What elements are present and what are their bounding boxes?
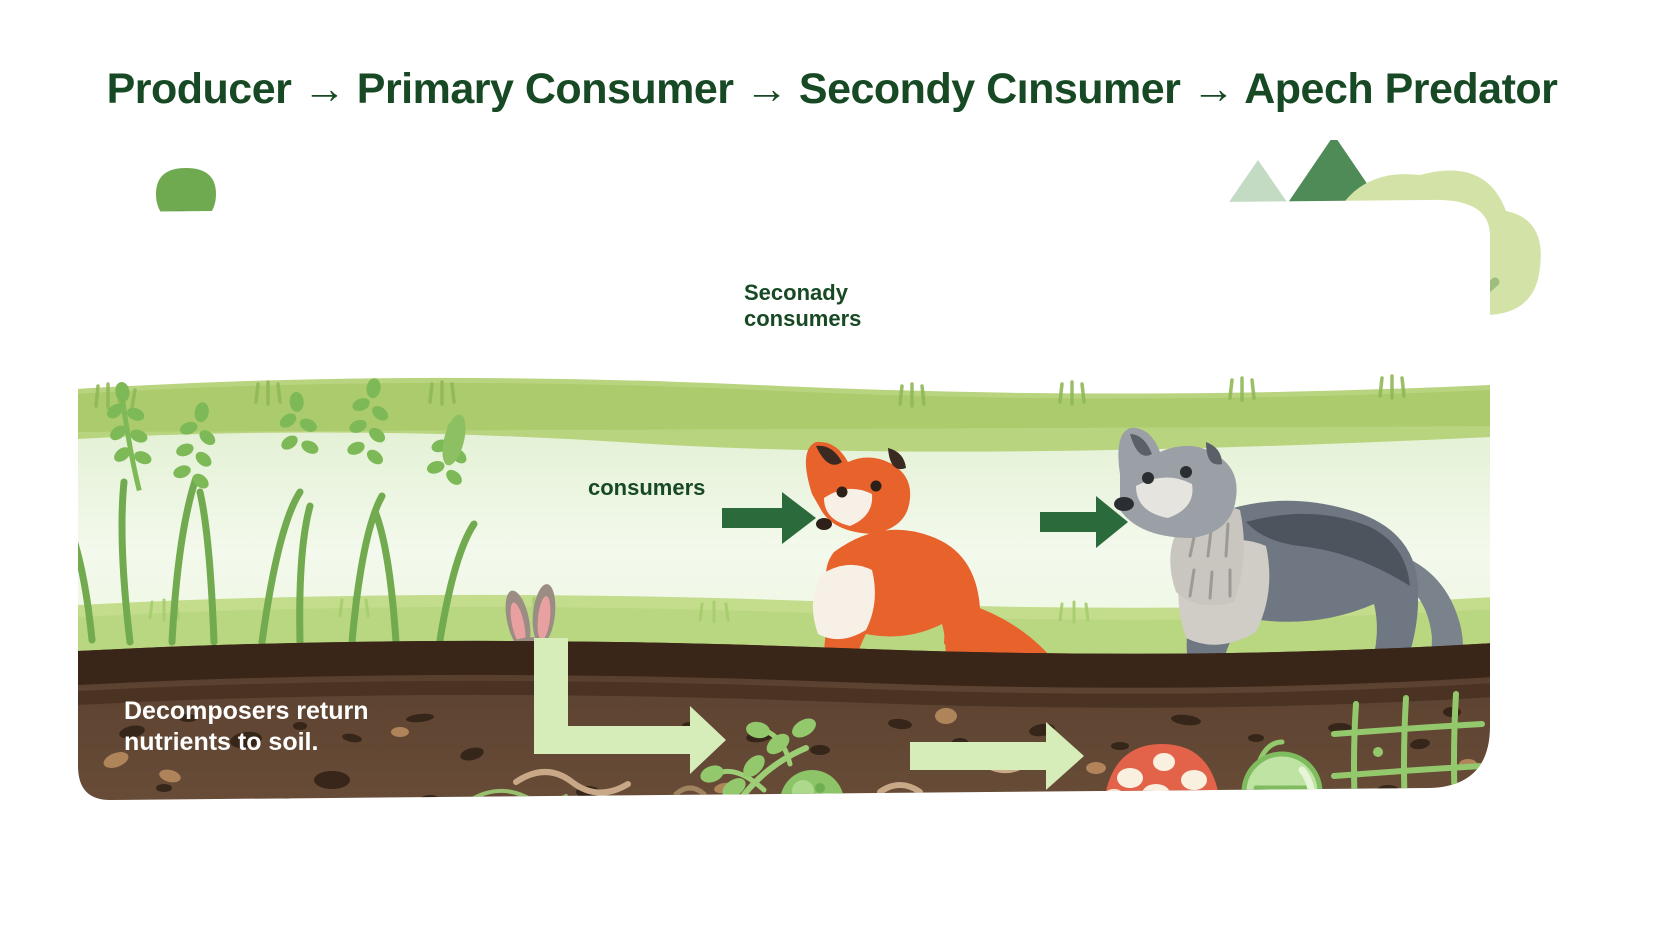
- soil-layer: [78, 638, 1490, 800]
- label-secondary-consumers: Seconady consumers: [744, 280, 924, 332]
- label-decomposers-line1: Decomposers return: [124, 697, 369, 725]
- page-title: Producer → Primary Consumer → Secondy Cı…: [0, 65, 1664, 113]
- grass-producers: [78, 378, 478, 646]
- label-decomposers: Decomposers return nutrients to soil.: [124, 696, 454, 759]
- sprouting-plant: [693, 718, 816, 800]
- pill-bug: [1241, 739, 1323, 800]
- label-consumers: consumers: [588, 475, 706, 500]
- fungal-mycelium: [1331, 691, 1485, 800]
- label-decomposers-line2: nutrients to soil.: [124, 728, 319, 757]
- arrow-rabbit-to-fox: [722, 492, 816, 544]
- scene-panel: [78, 199, 1490, 800]
- label-secondary-consumers-line2: consumers: [744, 305, 862, 331]
- grass-seed-heads: [107, 378, 467, 492]
- label-secondary-consumers-line1: Seconady: [744, 280, 848, 305]
- arrow-fox-to-wolf: [1040, 496, 1128, 548]
- page-title-text: Producer → Primary Consumer → Secondy Cı…: [106, 65, 1558, 113]
- soil-roots: [468, 788, 568, 800]
- ecosystem-illustration: [0, 140, 1664, 820]
- arrow-surface-to-soil: [534, 638, 726, 774]
- arrow-soil-nutrient-flow: [910, 722, 1084, 790]
- mycelium-node: [1373, 747, 1383, 757]
- scene-svg: [78, 140, 1541, 800]
